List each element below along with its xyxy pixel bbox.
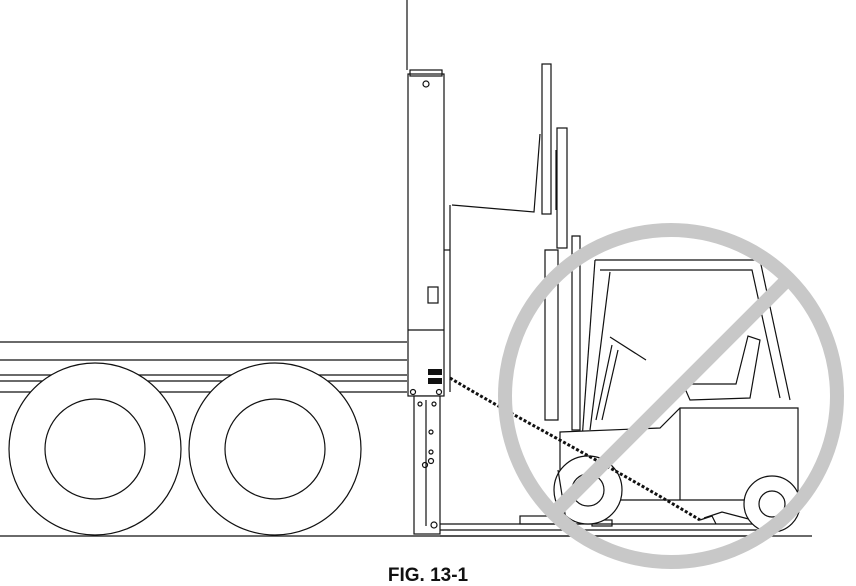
rear-wheel (188, 362, 362, 536)
liftgate-column (407, 69, 451, 397)
liftgate-leg (413, 395, 441, 535)
figure-caption: FIG. 13-1 (387, 566, 469, 586)
control-switch (428, 378, 442, 384)
rear-wheel (8, 362, 182, 536)
control-switch (428, 369, 442, 375)
trailer-body (0, 0, 408, 393)
forklift-front-wheel (553, 455, 623, 525)
chain-hook (699, 515, 717, 525)
chain (449, 376, 701, 522)
forklift (449, 63, 801, 533)
prohibition-symbol (498, 223, 844, 569)
